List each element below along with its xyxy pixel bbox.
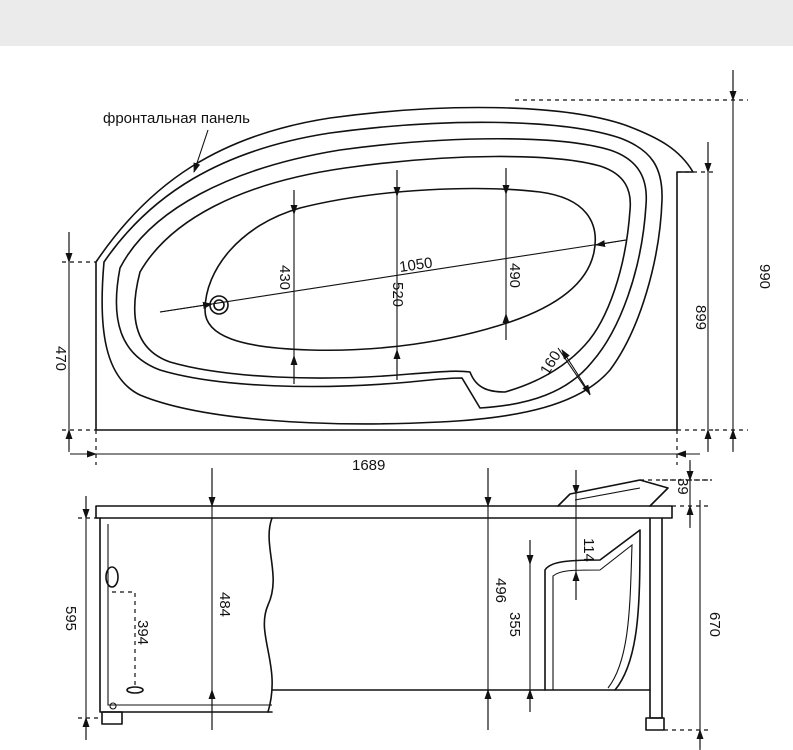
- tub-rim-inner: [133, 155, 632, 393]
- tub-outer-outline: [95, 106, 694, 431]
- dim-496-text: 496: [492, 578, 509, 603]
- dim-490-text: 490: [506, 263, 523, 288]
- top-view: фронтальная панель 1050 430 520 490: [52, 70, 773, 474]
- drain-fitting: [126, 686, 144, 694]
- dim-990-text: 990: [756, 264, 773, 289]
- bolt-left: [109, 702, 117, 710]
- dim-520-text: 520: [389, 282, 406, 307]
- dim-114-text: 114: [580, 538, 597, 562]
- rim-slab: [95, 505, 673, 519]
- dim-899-text: 899: [692, 305, 709, 330]
- front-panel-label: фронтальная панель: [103, 110, 250, 127]
- dim-1689-text: 1689: [352, 457, 385, 474]
- dim-670-text: 670: [706, 612, 723, 637]
- tub-rim-outer: [115, 137, 648, 409]
- dim-1050-arrow-left: [159, 301, 213, 313]
- dim-1050-arrow-right: [595, 239, 627, 247]
- dim-355-text: 355: [506, 612, 523, 637]
- inner-wall-left: [107, 524, 272, 706]
- drain-394-dash: [112, 591, 136, 688]
- dim-394-text: 394: [134, 620, 151, 645]
- headrest-inner: [574, 487, 641, 501]
- seat-profile: [544, 529, 641, 691]
- dim-1050-text: 1050: [398, 254, 433, 275]
- dim-595-text: 595: [62, 606, 79, 631]
- side-view: 39 114 595 394 484 496: [62, 460, 723, 750]
- dim-470-text: 470: [52, 346, 69, 371]
- body-left: [99, 517, 273, 713]
- foot-right: [645, 717, 665, 731]
- tub-panel-line: [101, 121, 663, 425]
- tub-bowl: [204, 187, 596, 352]
- dim-1050-line: [159, 239, 627, 313]
- dim-160-arrow-bottom: [574, 369, 591, 395]
- overflow-fitting: [105, 566, 119, 588]
- front-panel-leader: [193, 129, 209, 173]
- seat-inner: [552, 543, 633, 690]
- frame-right: [649, 517, 663, 719]
- foot-left: [101, 711, 123, 725]
- header-bar: [0, 0, 793, 46]
- dim-484-text: 484: [216, 592, 233, 617]
- dim-39-text: 39: [674, 478, 691, 495]
- dim-160-arrow-top: [561, 349, 576, 371]
- dim-430-text: 430: [276, 265, 293, 290]
- cutaway-edge: [263, 517, 274, 713]
- drain-outer-circle: [209, 295, 229, 315]
- drain-inner-circle: [213, 299, 225, 311]
